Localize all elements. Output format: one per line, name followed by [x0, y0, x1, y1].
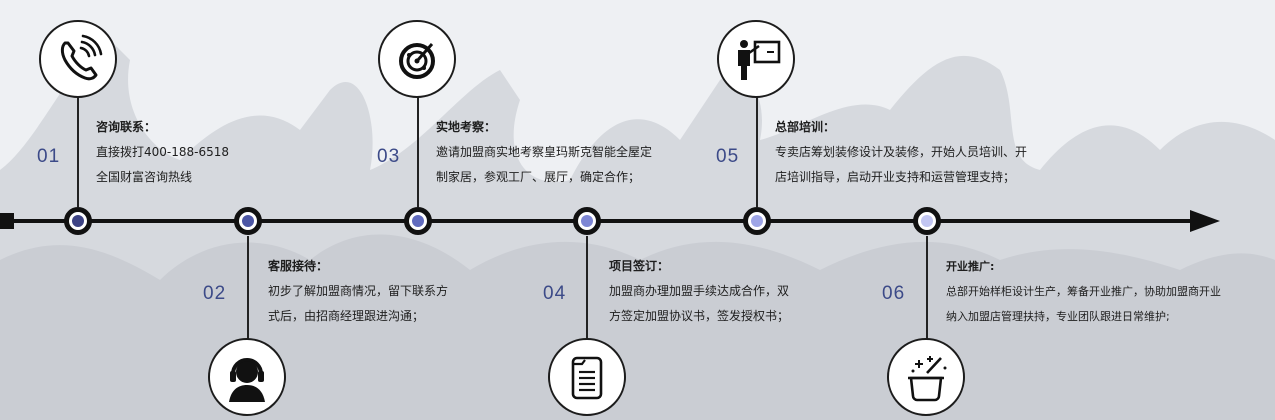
step-01-icon-circle — [39, 20, 117, 98]
step-06-line-1: 总部开始样柜设计生产，筹备开业推广，协助加盟商开业 — [946, 285, 1221, 298]
step-05-title: 总部培训： — [775, 120, 836, 134]
step-06-title: 开业推广: — [946, 260, 995, 273]
radar-icon — [399, 43, 435, 79]
timeline-node-04 — [573, 207, 601, 235]
step-06-line-2: 纳入加盟店管理扶持，专业团队跟进日常维护; — [946, 310, 1170, 323]
phone-icon — [60, 34, 103, 81]
connector-line-05 — [756, 95, 758, 207]
step-04-line-2: 方签定加盟协议书，签发授权书； — [609, 309, 790, 323]
step-06-icon-circle — [887, 338, 965, 416]
step-04-line-1: 加盟商办理加盟手续达成合作，双 — [609, 284, 790, 298]
step-05-number: 05 — [716, 146, 740, 167]
node-dot — [581, 215, 593, 227]
node-dot — [921, 215, 933, 227]
timeline-node-01 — [64, 207, 92, 235]
step-02-number: 02 — [203, 283, 227, 304]
training-icon — [738, 40, 781, 80]
step-05-line-1: 专卖店筹划装修设计及装修，开始人员培训、开 — [775, 145, 1028, 159]
step-02-icon-circle — [208, 338, 286, 416]
node-dot — [751, 215, 763, 227]
connector-line-04 — [586, 236, 588, 340]
step-03-number: 03 — [377, 146, 401, 167]
timeline-node-03 — [404, 207, 432, 235]
timeline-arrow-head — [1190, 210, 1220, 232]
step-01-number: 01 — [37, 146, 61, 167]
timeline-node-02 — [234, 207, 262, 235]
connector-line-02 — [247, 236, 249, 340]
node-dot — [412, 215, 424, 227]
step-02-title: 客服接待： — [268, 259, 329, 273]
step-03-icon-circle — [378, 20, 456, 98]
step-04-number: 04 — [543, 283, 567, 304]
step-03-text: 实地考察： 邀请加盟商实地考察皇玛斯克智能全屋定 制家居，参观工厂、展厅，确定合… — [436, 115, 652, 190]
connector-line-06 — [926, 236, 928, 340]
customer-service-icon — [229, 358, 265, 402]
step-05-icon-circle — [717, 20, 795, 98]
step-03-title: 实地考察： — [436, 120, 497, 134]
step-04-icon-circle — [548, 338, 626, 416]
step-01-line-2: 全国财富咨询热线 — [96, 170, 193, 184]
step-01-title: 咨询联系： — [96, 120, 157, 134]
magic-pot-icon — [908, 356, 947, 402]
step-05-text: 总部培训： 专卖店筹划装修设计及装修，开始人员培训、开 店培训指导，启动开业支持… — [775, 115, 1027, 190]
step-03-line-2: 制家居，参观工厂、展厅，确定合作； — [436, 170, 641, 184]
step-02-text: 客服接待： 初步了解加盟商情况，留下联系方 式后，由招商经理跟进沟通； — [268, 254, 448, 329]
step-04-title: 项目签订： — [609, 259, 670, 273]
step-06-number: 06 — [882, 283, 906, 304]
node-dot — [242, 215, 254, 227]
step-01-line-1: 直接拨打400-188-6518 — [96, 145, 230, 159]
step-02-line-2: 式后，由招商经理跟进沟通； — [268, 309, 425, 323]
step-05-line-2: 店培训指导，启动开业支持和运营管理支持； — [775, 170, 1016, 184]
document-icon — [571, 356, 603, 400]
step-03-line-1: 邀请加盟商实地考察皇玛斯克智能全屋定 — [436, 145, 653, 159]
connector-line-01 — [77, 95, 79, 207]
step-04-text: 项目签订： 加盟商办理加盟手续达成合作，双 方签定加盟协议书，签发授权书； — [609, 254, 789, 329]
timeline-node-05 — [743, 207, 771, 235]
timeline-node-06 — [913, 207, 941, 235]
connector-line-03 — [417, 95, 419, 207]
step-02-line-1: 初步了解加盟商情况，留下联系方 — [268, 284, 449, 298]
node-dot — [72, 215, 84, 227]
step-06-text: 开业推广: 总部开始样柜设计生产，筹备开业推广，协助加盟商开业 纳入加盟店管理扶… — [946, 254, 1221, 329]
step-01-text: 咨询联系： 直接拨打400-188-6518 全国财富咨询热线 — [96, 115, 229, 190]
